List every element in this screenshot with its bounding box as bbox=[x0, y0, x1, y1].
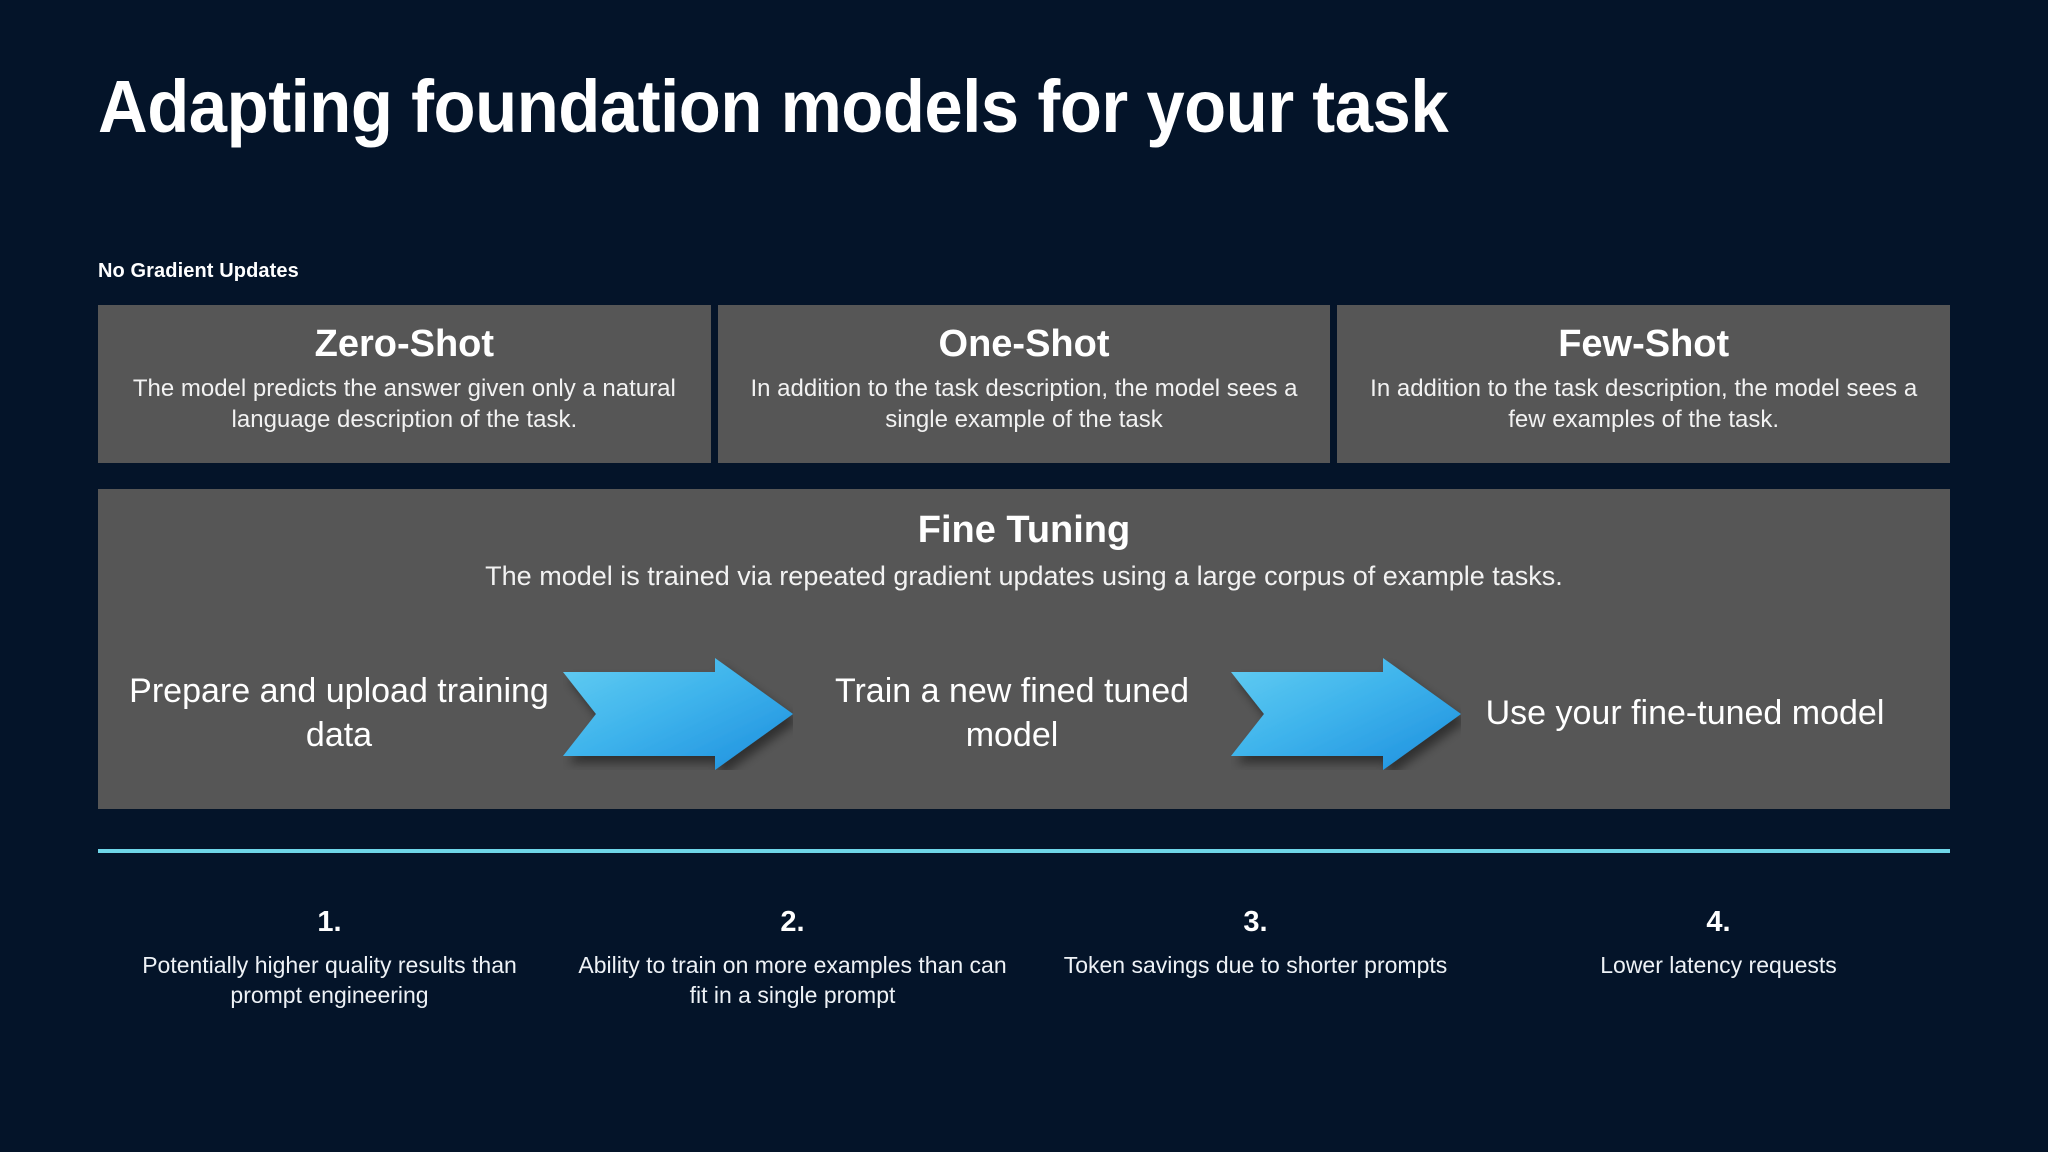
benefit-item-3: 3. Token savings due to shorter prompts bbox=[1024, 905, 1487, 1011]
benefit-number: 3. bbox=[1243, 906, 1268, 938]
card-description: In addition to the task description, the… bbox=[1370, 374, 1918, 434]
card-description: The model predicts the answer given only… bbox=[132, 374, 676, 434]
flow-step-train-model: Train a new fined tuned model bbox=[834, 672, 1190, 754]
fine-tuning-flow: Prepare and upload training data bbox=[98, 639, 1950, 789]
card-few-shot[interactable]: Few-Shot In addition to the task descrip… bbox=[1337, 305, 1951, 463]
fine-tuning-title: Fine Tuning bbox=[917, 509, 1131, 551]
benefit-item-4: 4. Lower latency requests bbox=[1487, 905, 1950, 1011]
card-zero-shot[interactable]: Zero-Shot The model predicts the answer … bbox=[98, 305, 711, 463]
section-label-no-gradient-updates: No Gradient Updates bbox=[98, 260, 299, 282]
card-title: One-Shot bbox=[938, 323, 1110, 365]
benefit-text: Lower latency requests bbox=[1600, 951, 1837, 978]
fine-tuning-panel[interactable]: Fine Tuning The model is trained via rep… bbox=[98, 489, 1950, 809]
fine-tuning-description: The model is trained via repeated gradie… bbox=[485, 560, 1563, 591]
card-title: Zero-Shot bbox=[314, 323, 495, 365]
benefit-text: Ability to train on more examples than c… bbox=[578, 951, 1007, 1009]
flow-step-prepare-upload: Prepare and upload training data bbox=[129, 672, 549, 754]
right-arrow-icon bbox=[1222, 656, 1470, 772]
benefit-number: 4. bbox=[1706, 906, 1731, 938]
right-arrow-icon bbox=[554, 656, 802, 772]
benefit-text: Token savings due to shorter prompts bbox=[1063, 951, 1448, 978]
shot-cards-row: Zero-Shot The model predicts the answer … bbox=[98, 305, 1951, 463]
benefit-number: 2. bbox=[780, 906, 805, 938]
benefit-item-1: 1. Potentially higher quality results th… bbox=[98, 905, 561, 1011]
card-description: In addition to the task description, the… bbox=[750, 374, 1298, 434]
flow-step-use-model: Use your fine-tuned model bbox=[1485, 694, 1885, 733]
section-divider bbox=[98, 849, 1950, 853]
benefit-item-2: 2. Ability to train on more examples tha… bbox=[561, 905, 1024, 1011]
card-title: Few-Shot bbox=[1558, 323, 1730, 365]
card-one-shot[interactable]: One-Shot In addition to the task descrip… bbox=[717, 305, 1331, 463]
benefit-text: Potentially higher quality results than … bbox=[142, 951, 517, 1009]
benefits-row: 1. Potentially higher quality results th… bbox=[98, 905, 1950, 1011]
page-title: Adapting foundation models for your task bbox=[98, 65, 1449, 148]
benefit-number: 1. bbox=[317, 906, 342, 938]
